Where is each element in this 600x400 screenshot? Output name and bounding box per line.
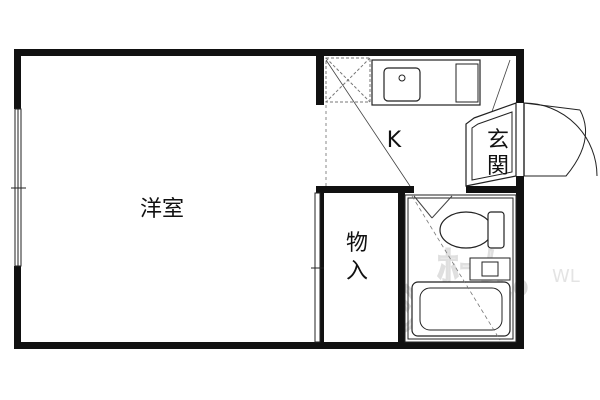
label-entrance: 玄 bbox=[487, 128, 509, 153]
fridge-space bbox=[325, 57, 371, 103]
kitchen-counter bbox=[371, 59, 481, 106]
entrance-frame bbox=[465, 102, 517, 187]
western-room bbox=[14, 49, 524, 349]
left-window bbox=[11, 108, 26, 267]
label-storage-2: 入 bbox=[346, 259, 368, 284]
label-entrance-2: 関 bbox=[487, 154, 509, 179]
unit-bath bbox=[404, 194, 517, 343]
label-kitchen: K bbox=[387, 128, 402, 153]
kitchen-walls bbox=[316, 49, 524, 349]
storage-bath-wall bbox=[398, 193, 405, 349]
entrance-door bbox=[523, 102, 598, 177]
label-storage: 物 bbox=[346, 231, 368, 256]
svg-text:WL: WL bbox=[552, 266, 580, 287]
storage-door bbox=[311, 192, 324, 343]
label-western-room: 洋室 bbox=[140, 197, 184, 222]
